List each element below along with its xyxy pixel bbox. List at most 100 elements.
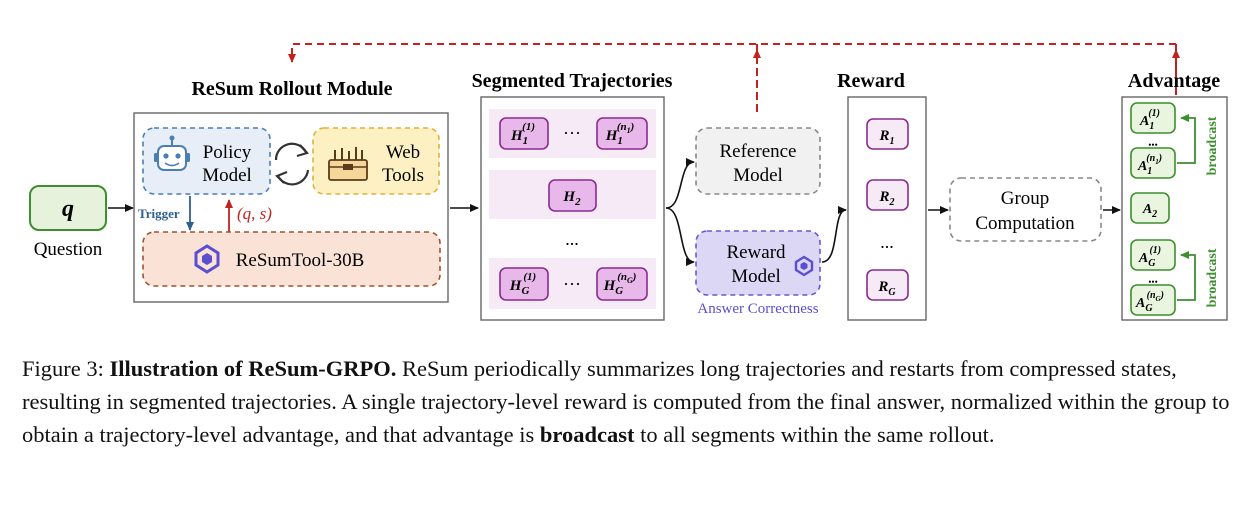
- svg-text:HG(nG): HG(nG): [603, 271, 637, 297]
- segment-chip: HG(1): [499, 267, 549, 301]
- segment-sub: G: [521, 285, 529, 297]
- svg-text:H1(1): H1(1): [510, 121, 535, 147]
- segment-chip: H1(1): [499, 117, 549, 150]
- segment-base: H: [603, 278, 617, 294]
- segment-sub: 1: [617, 135, 623, 147]
- segment-sub: G: [615, 285, 623, 297]
- segment-sup: (n: [617, 121, 627, 133]
- advantage-base: A: [1139, 114, 1149, 129]
- advantage-base: A: [1137, 159, 1147, 174]
- svg-text:A1(n1): A1(n1): [1137, 153, 1162, 177]
- caption-text-1: ReSum periodically summarizes long traje…: [22, 356, 1230, 447]
- advantage-sup-sub: G: [1156, 295, 1161, 303]
- svg-text:A1(1): A1 (1): [1139, 108, 1160, 132]
- advantage-dots: •••: [1148, 277, 1157, 287]
- svg-text:AG(nG): AG(nG): [1135, 290, 1164, 314]
- figure-caption: Figure 3: Illustration of ReSum-GRPO. Re…: [22, 352, 1242, 451]
- advantage-sub: G: [1148, 258, 1156, 269]
- resumtool-box: ReSumTool-30B: [142, 231, 441, 287]
- segment-sup: (1): [522, 121, 535, 133]
- trigger-label: Trigger: [138, 206, 180, 221]
- broadcast-label-bottom: broadcast: [1205, 248, 1220, 307]
- reference-model: Reference Model: [695, 127, 821, 195]
- svg-text:HG(1): HG(1): [509, 271, 536, 297]
- segmented-title: Segmented Trajectories: [472, 70, 673, 92]
- resum-grpo-diagram: q Question ReSum Rollout Module Policy M…: [29, 43, 1228, 321]
- segment-base: H: [605, 128, 619, 144]
- svg-text:H1(n1): H1(n1): [605, 121, 635, 147]
- segment-sup: (1): [523, 271, 536, 283]
- segment-chip: H2: [548, 179, 597, 212]
- reward-ellipsis: ...: [880, 232, 894, 252]
- reward-model-to-reward-arrow: [821, 206, 847, 263]
- advantage-sup-sub: 1: [1155, 158, 1159, 166]
- advantage-dots: •••: [1148, 140, 1157, 150]
- group-label-2: Computation: [975, 213, 1075, 234]
- advantage-chip: A2: [1130, 192, 1170, 224]
- advantage-sup: (1): [1148, 108, 1160, 119]
- segment-sup-end: ): [632, 271, 637, 283]
- reward-model-label-1: Reward: [726, 242, 786, 263]
- segment-sup-sub: 1: [627, 126, 631, 135]
- segment-base: H: [562, 189, 576, 205]
- advantage-sup: (1): [1149, 245, 1161, 256]
- advantage-base: A: [1135, 296, 1145, 311]
- broadcast-label-top: broadcast: [1205, 116, 1220, 175]
- qwen-logo-icon: [194, 244, 220, 274]
- reference-label-2: Model: [733, 165, 783, 186]
- caption-title: Illustration of ReSum-GRPO.: [109, 356, 397, 381]
- question-label: Question: [34, 239, 103, 260]
- qwen-logo-icon: [794, 255, 814, 277]
- advantage-sub: 2: [1151, 209, 1157, 220]
- resumtool-label: ReSumTool-30B: [236, 250, 365, 271]
- reward-base: R: [878, 128, 889, 144]
- svg-text:R1: R1: [878, 128, 894, 147]
- question-node: q Question: [29, 185, 107, 260]
- policy-label-1: Policy: [203, 142, 252, 163]
- tools-label-2: Tools: [382, 165, 424, 186]
- advantage-title: Advantage: [1128, 70, 1220, 92]
- broadcast-bracket-top: [1177, 114, 1196, 164]
- reward-sub: G: [888, 287, 896, 298]
- caption-prefix: Figure 3:: [22, 356, 110, 381]
- tools-label-1: Web: [386, 142, 420, 163]
- svg-text:R2: R2: [878, 189, 894, 208]
- reward-chip: R1: [866, 118, 909, 150]
- advantage-chip: AG(nG): [1130, 284, 1176, 316]
- advantage-chip: A1(n1): [1130, 147, 1176, 179]
- broadcast-bracket-bottom: [1177, 251, 1196, 301]
- segment-sub: 2: [574, 196, 581, 208]
- segment-sub: 1: [523, 135, 529, 147]
- reward-base: R: [878, 189, 889, 205]
- cycle-arrows-icon: [274, 142, 310, 186]
- reward-chip: RG: [866, 269, 909, 301]
- advantage-base: A: [1138, 251, 1148, 266]
- advantage-sub: G: [1145, 303, 1153, 314]
- group-computation: Group Computation: [949, 177, 1102, 242]
- question-symbol: q: [62, 196, 74, 222]
- reward-title: Reward: [837, 70, 905, 92]
- advantage-chip: A1 (1): [1130, 102, 1176, 134]
- advantage-sub: 1: [1149, 121, 1154, 132]
- reward-model-label-2: Model: [731, 266, 781, 287]
- svg-text:AG(1): AG (1): [1138, 245, 1161, 269]
- advantage-chip: AG (1): [1130, 239, 1176, 271]
- svg-text:H2: H2: [562, 189, 581, 208]
- qs-label: (q, s): [237, 204, 272, 223]
- caption-text-2: to all segments within the same rollout.: [634, 422, 995, 447]
- advantage-sup: (n: [1146, 153, 1155, 164]
- segment-ellipsis: ...: [565, 229, 579, 249]
- segment-sup-end: ): [630, 121, 635, 133]
- policy-label-2: Model: [202, 165, 252, 186]
- rollout-title: ReSum Rollout Module: [191, 78, 392, 100]
- group-label-1: Group: [1001, 188, 1050, 209]
- segment-dots: ···: [563, 274, 581, 294]
- svg-text:RG: RG: [877, 279, 896, 298]
- caption-bold-word: broadcast: [539, 422, 635, 447]
- svg-text:A2: A2: [1142, 202, 1157, 220]
- advantage-sup: (n: [1147, 290, 1156, 301]
- reference-label-1: Reference: [720, 141, 797, 162]
- reward-base: R: [877, 279, 888, 295]
- advantage-base: A: [1142, 202, 1152, 217]
- feedback-loop: [288, 43, 1177, 112]
